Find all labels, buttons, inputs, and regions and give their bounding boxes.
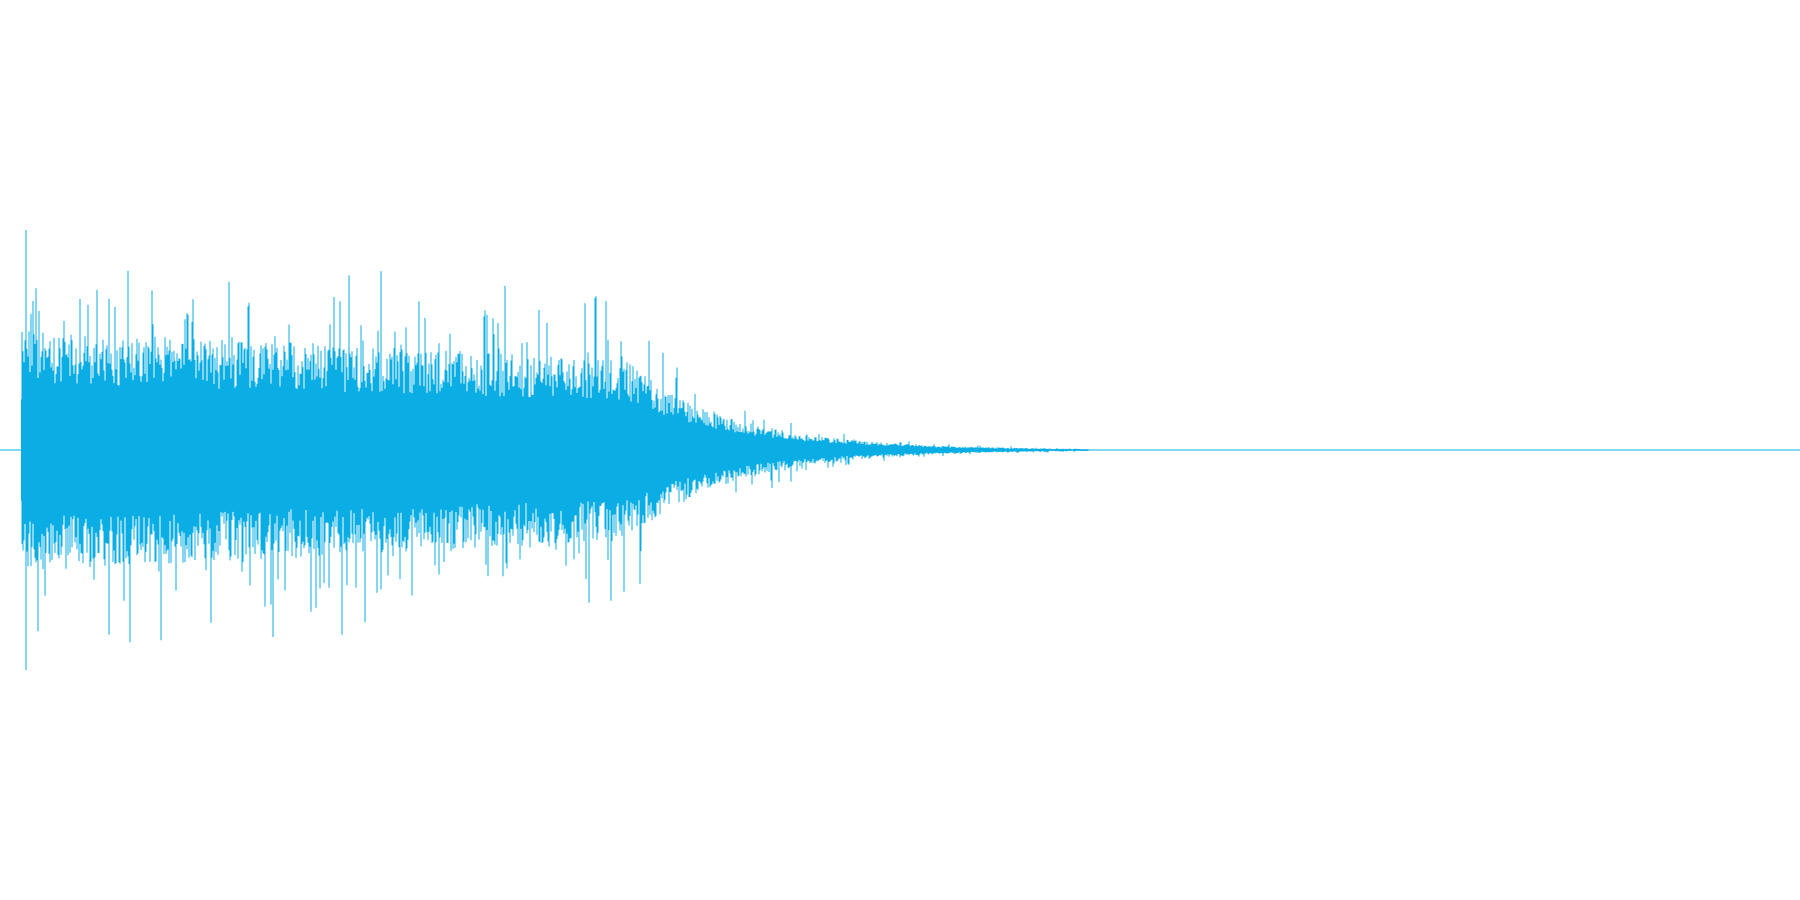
waveform-core: [21, 399, 667, 501]
waveform-body: [21, 230, 1089, 670]
